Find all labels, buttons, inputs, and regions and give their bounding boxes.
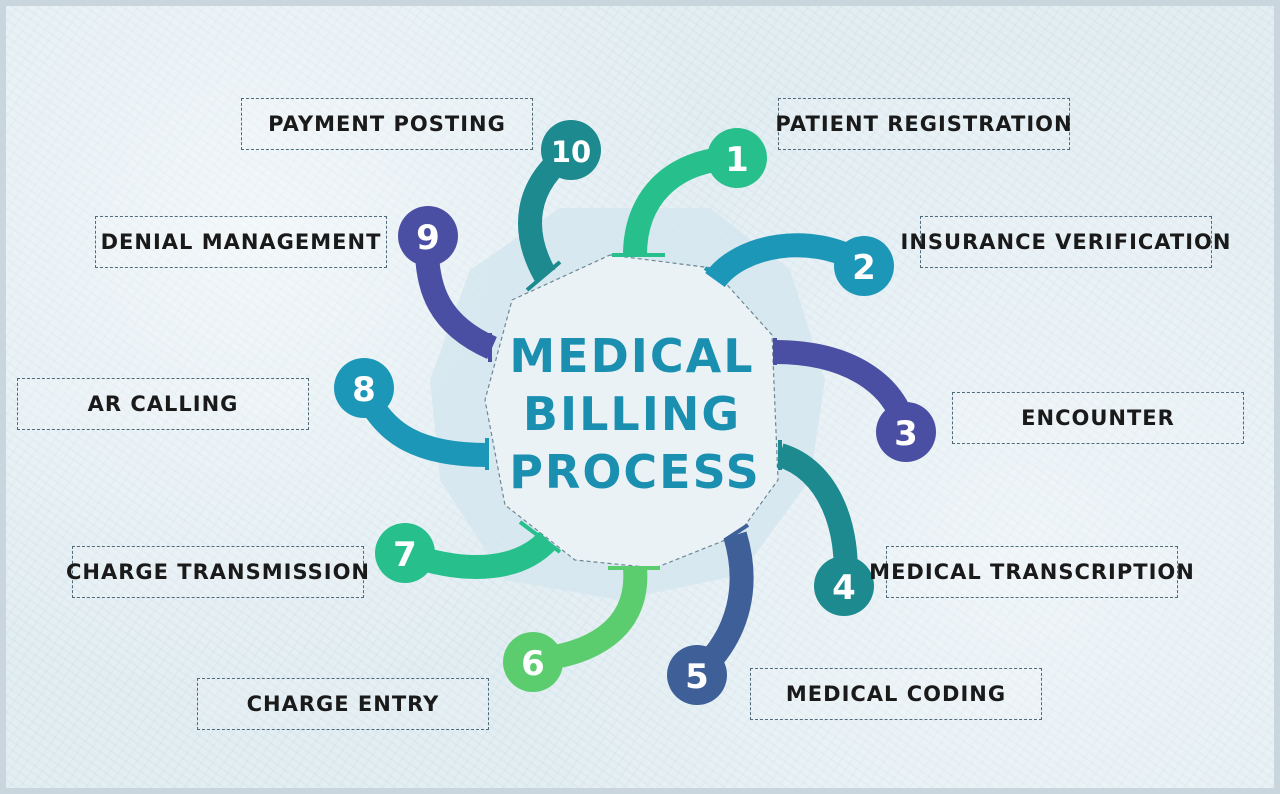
step-circle-3: 3	[876, 402, 936, 462]
label-medical-transcription: MEDICAL TRANSCRIPTION	[869, 546, 1194, 598]
title-line-1: MEDICAL	[509, 329, 754, 383]
hub	[430, 208, 825, 600]
step-number: 8	[352, 370, 376, 410]
step-circle-5: 5	[667, 645, 727, 705]
step-circle-9: 9	[398, 206, 458, 266]
label-encounter: ENCOUNTER	[952, 392, 1244, 444]
label-text: ENCOUNTER	[1021, 406, 1175, 430]
label-text: AR CALLING	[87, 392, 239, 416]
step-number: 10	[551, 135, 591, 169]
label-ar-calling: AR CALLING	[17, 378, 309, 430]
step-circle-8: 8	[334, 358, 394, 418]
step-number: 3	[894, 414, 918, 454]
label-charge-transmission: CHARGE TRANSMISSION	[66, 546, 369, 598]
label-text: MEDICAL TRANSCRIPTION	[869, 560, 1195, 584]
label-medical-coding: MEDICAL CODING	[750, 668, 1042, 720]
label-payment-posting: PAYMENT POSTING	[241, 98, 533, 150]
label-text: CHARGE TRANSMISSION	[66, 560, 371, 584]
label-text: MEDICAL CODING	[785, 682, 1007, 706]
label-insurance-verification: INSURANCE VERIFICATION	[901, 216, 1231, 268]
title-line-3: PROCESS	[509, 445, 761, 499]
step-number: 1	[725, 140, 749, 180]
label-charge-entry: CHARGE ENTRY	[197, 678, 489, 730]
label-text: PAYMENT POSTING	[268, 112, 506, 136]
step-circle-2: 2	[834, 236, 894, 296]
step-circle-10: 10	[541, 120, 601, 180]
step-circle-7: 7	[375, 523, 435, 583]
label-denial-management: DENIAL MANAGEMENT	[95, 216, 387, 268]
hub-octagon	[484, 254, 779, 569]
label-text: INSURANCE VERIFICATION	[900, 230, 1232, 254]
label-text: PATIENT REGISTRATION	[775, 112, 1073, 136]
step-number: 6	[521, 644, 545, 684]
step-number-circles: 1 2 3 4 5 6 7	[334, 120, 936, 705]
label-patient-registration: PATIENT REGISTRATION	[775, 98, 1073, 150]
step-number: 9	[416, 218, 440, 258]
step-number: 7	[393, 535, 417, 575]
center-title: MEDICAL BILLING PROCESS	[509, 329, 761, 499]
title-line-2: BILLING	[523, 387, 741, 441]
label-text: CHARGE ENTRY	[246, 692, 440, 716]
hub-connectors	[485, 253, 782, 570]
step-number: 5	[685, 657, 709, 697]
step-number: 2	[852, 248, 876, 288]
step-circle-1: 1	[707, 128, 767, 188]
label-text: DENIAL MANAGEMENT	[100, 230, 382, 254]
step-number: 4	[832, 568, 856, 608]
step-circle-4: 4	[814, 556, 874, 616]
step-circle-6: 6	[503, 632, 563, 692]
